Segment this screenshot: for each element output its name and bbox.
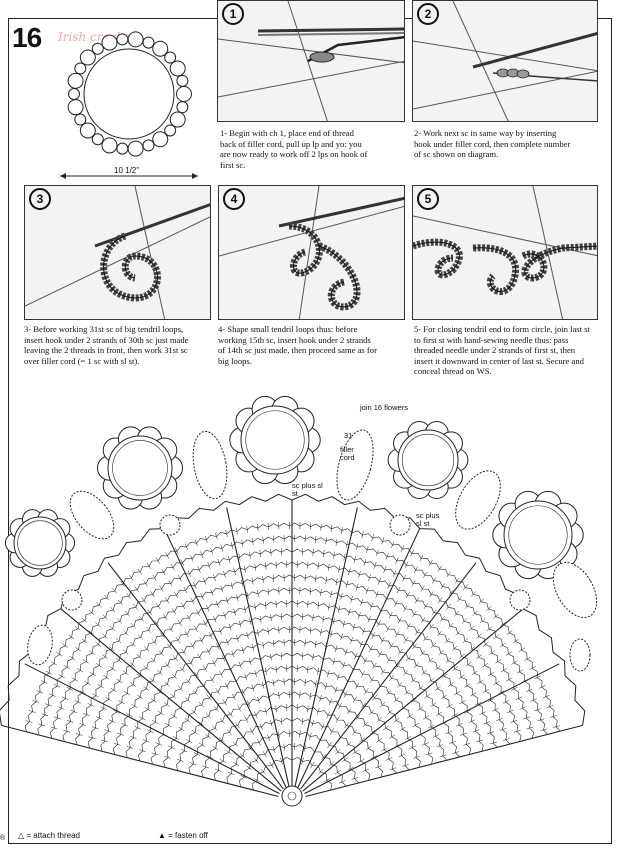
legend-fasten: ▲ = fasten off <box>158 831 208 840</box>
legend-fasten-text: = fasten off <box>168 831 208 840</box>
triangle-filled-icon: ▲ <box>158 831 166 840</box>
step-3-photo: 3 <box>24 185 211 320</box>
corner-mark: ® <box>0 835 5 842</box>
triangle-outline-icon: △ <box>18 831 24 840</box>
step-1-caption: 1- Begin with ch 1, place end of thread … <box>220 128 370 170</box>
sc-plus-sl-st-label-2: sc plus sl st <box>416 512 446 528</box>
legend-attach: △ = attach thread <box>18 831 80 840</box>
step-5-badge: 5 <box>417 188 439 210</box>
stitch-count-label: 31 <box>344 432 352 440</box>
filler-cord-label: filler cord <box>340 446 368 462</box>
step-4-photo: 4 <box>218 185 405 320</box>
step-3-caption: 3- Before working 31st sc of big tendril… <box>24 324 189 366</box>
size-label: 10 1/2" <box>112 166 141 175</box>
crochet-chart-diagram <box>0 385 620 825</box>
step-2-photo: 2 <box>412 0 598 122</box>
step-3-badge: 3 <box>29 188 51 210</box>
join-flowers-label: join 16 flowers <box>360 404 408 412</box>
step-2-badge: 2 <box>417 3 439 25</box>
step-2-caption: 2- Work next sc in same way by inserting… <box>414 128 574 160</box>
sc-plus-sl-st-label: sc plus sl st <box>292 482 326 498</box>
legend-attach-text: = attach thread <box>26 831 80 840</box>
step-4-caption: 4- Shape small tendril loops thus: befor… <box>218 324 378 366</box>
step-4-badge: 4 <box>223 188 245 210</box>
pattern-number: 16 <box>12 22 41 54</box>
step-5-photo: 5 <box>412 185 598 320</box>
step-1-badge: 1 <box>222 3 244 25</box>
step-1-photo: 1 <box>217 0 405 122</box>
step-5-caption: 5- For closing tendril end to form circl… <box>414 324 594 377</box>
finished-piece-illustration <box>58 30 204 162</box>
